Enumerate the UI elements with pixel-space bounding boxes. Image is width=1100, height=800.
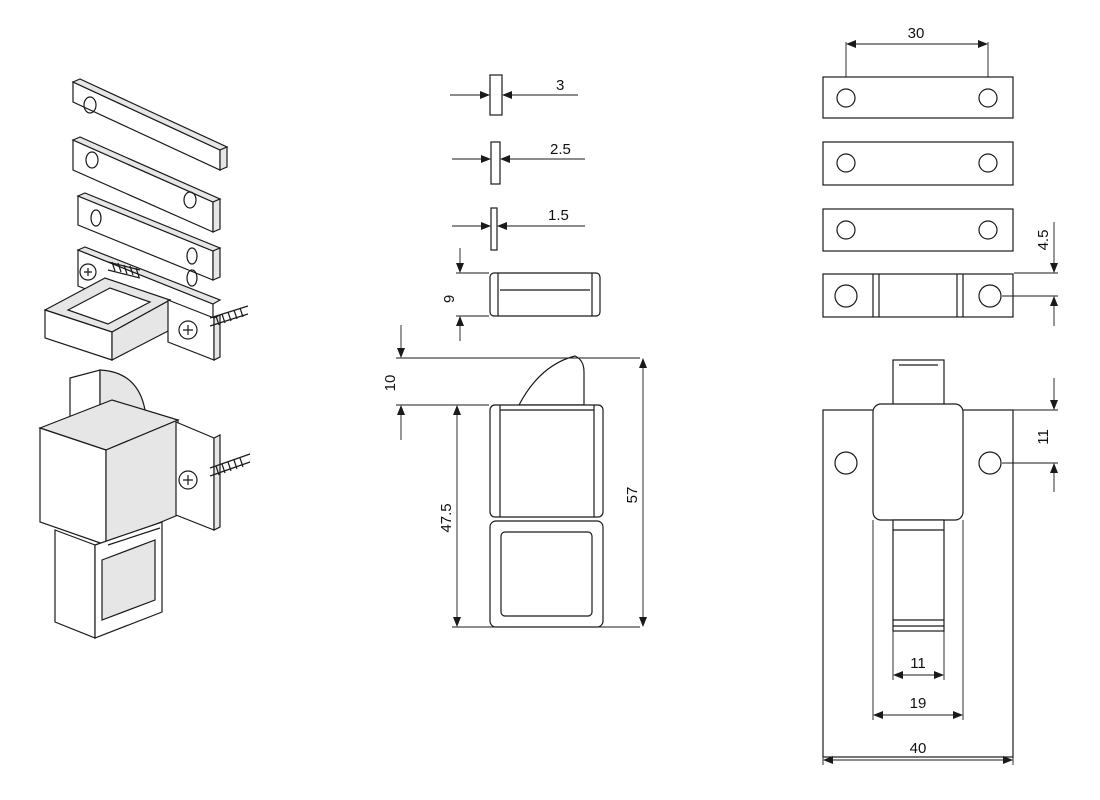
dim-cap-height: 10 <box>382 375 399 392</box>
iso-latch-body <box>38 369 251 639</box>
dim-body-height: 47.5 <box>438 503 455 532</box>
isometric-exploded-view <box>38 78 251 639</box>
iso-square-bracket <box>43 277 172 361</box>
front-plate-2 <box>822 141 1014 186</box>
dim-total-height: 57 <box>624 487 641 504</box>
iso-screw-1 <box>79 261 141 281</box>
dim-shim-1-5: 1.5 <box>548 207 569 224</box>
dim-total-width: 40 <box>910 740 927 757</box>
front-bracket <box>822 273 1014 318</box>
front-plate-1 <box>822 76 1014 119</box>
iso-shim-plate-2 <box>71 136 222 233</box>
dim-mid-width: 19 <box>910 695 927 712</box>
side-view: 3 2.5 1.5 9 <box>382 74 647 628</box>
side-bracket <box>489 272 601 317</box>
dim-tab-height: 11 <box>1035 429 1052 445</box>
iso-shim-plate-3 <box>76 192 222 281</box>
side-latch <box>489 355 604 628</box>
side-shim-3mm <box>489 74 503 116</box>
dim-hole-offset: 4.5 <box>1035 230 1052 251</box>
dim-bracket-height: 9 <box>441 295 458 303</box>
dim-shim-2-5: 2.5 <box>550 141 571 158</box>
side-shim-1-5mm <box>490 207 498 251</box>
side-shim-2-5mm <box>490 141 501 185</box>
front-view: 30 <box>822 25 1058 765</box>
front-latch <box>822 359 1014 758</box>
dim-inner-width: 11 <box>910 655 926 672</box>
iso-shim-plate-1 <box>71 78 229 171</box>
dim-shim-3: 3 <box>556 77 564 94</box>
iso-screw-2 <box>178 305 249 340</box>
front-plate-3 <box>822 208 1014 252</box>
dim-hole-spacing: 30 <box>908 25 925 42</box>
